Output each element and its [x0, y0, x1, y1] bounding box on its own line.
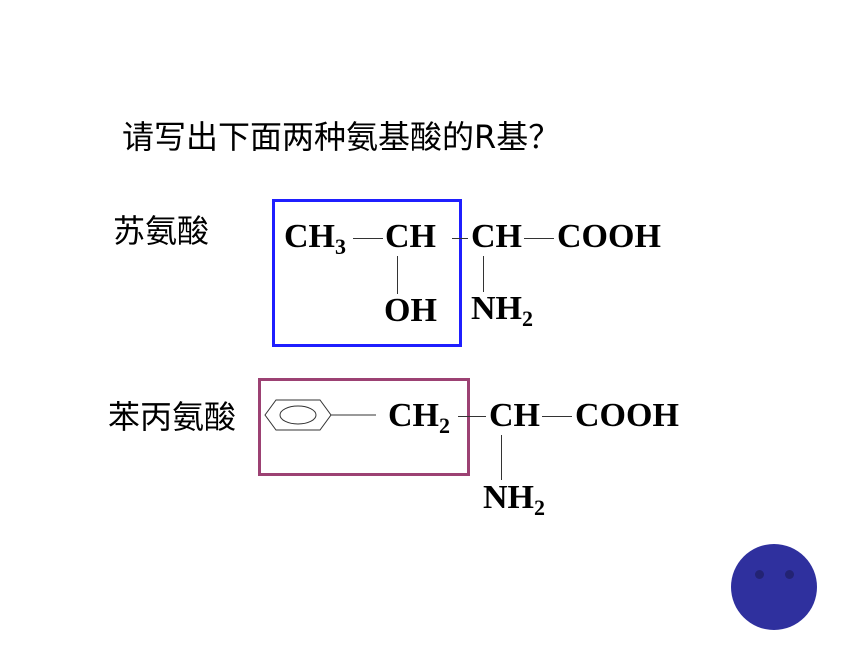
- bond-ch-cooh-2: [542, 416, 572, 417]
- threonine-ch-alpha: CH: [471, 218, 522, 255]
- threonine-label: 苏氨酸: [113, 212, 210, 250]
- phenylalanine-cooh: COOH: [575, 397, 679, 434]
- phenylalanine-ch2-text: CH: [388, 397, 439, 434]
- threonine-nh2-text: NH: [471, 290, 522, 327]
- threonine-nh2: NH2: [471, 290, 533, 332]
- phenylalanine-ch2: CH2: [388, 397, 450, 439]
- threonine-cooh: COOH: [557, 218, 661, 255]
- phenylalanine-r-group-box: [258, 378, 470, 476]
- benzene-ring-icon: [264, 399, 376, 431]
- bond-ch2-ch: [458, 416, 486, 417]
- threonine-ch-r: CH: [385, 218, 436, 255]
- bond-ch-nh2: [483, 256, 484, 292]
- threonine-nh2-subscript: 2: [522, 306, 533, 331]
- question-title: 请写出下面两种氨基酸的R基？: [122, 118, 561, 156]
- phenylalanine-nh2: NH2: [483, 479, 545, 521]
- bond-ch-oh: [397, 256, 398, 294]
- bond-ch-nh2-2: [501, 435, 502, 480]
- phenylalanine-nh2-text: NH: [483, 479, 534, 516]
- phenylalanine-label: 苯丙氨酸: [108, 398, 237, 436]
- bond-ch-ch: [452, 238, 468, 239]
- nav-left-dot: [755, 570, 764, 579]
- navigation-circle-icon[interactable]: [731, 544, 817, 630]
- threonine-ch3-subscript: 3: [335, 234, 346, 259]
- bond-ch3-ch: [353, 238, 383, 239]
- threonine-r-group-box: [272, 199, 462, 347]
- phenylalanine-ch-alpha: CH: [489, 397, 540, 434]
- threonine-oh: OH: [384, 292, 437, 329]
- nav-right-dot: [785, 570, 794, 579]
- phenylalanine-nh2-subscript: 2: [534, 495, 545, 520]
- threonine-ch3: CH3: [284, 218, 346, 260]
- phenylalanine-ch2-subscript: 2: [439, 413, 450, 438]
- threonine-ch3-text: CH: [284, 218, 335, 255]
- bond-ch-cooh: [524, 238, 554, 239]
